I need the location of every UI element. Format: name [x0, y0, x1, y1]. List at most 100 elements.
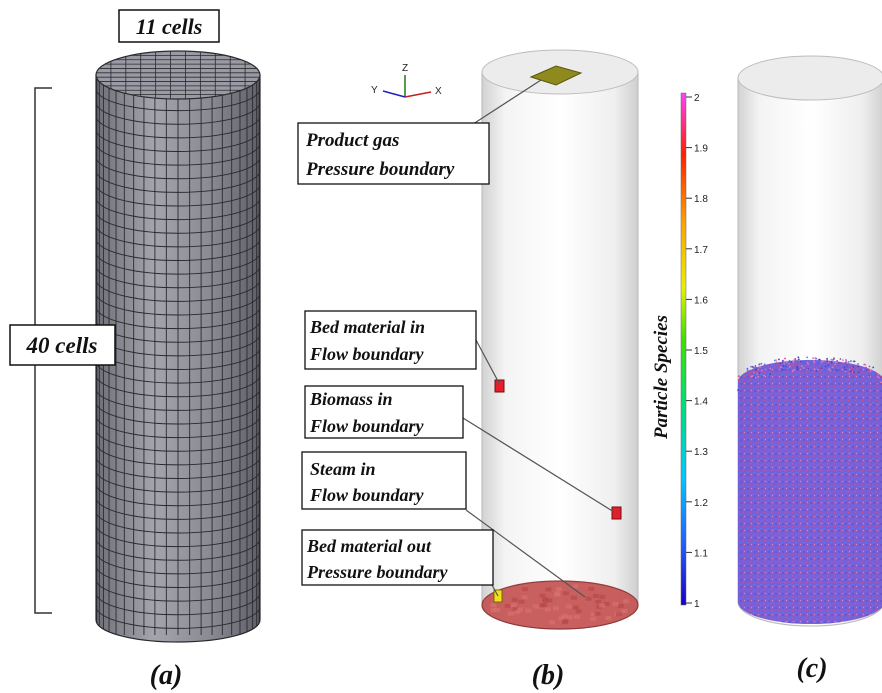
- particle: [844, 372, 847, 374]
- outlet-cell: [599, 594, 606, 599]
- particle: [818, 360, 821, 363]
- particle: [832, 369, 835, 372]
- outlet-cell: [621, 608, 628, 613]
- particle: [784, 365, 787, 368]
- particle: [827, 366, 830, 369]
- particle: [846, 367, 849, 369]
- label-product-gas-line2: Pressure boundary: [305, 159, 455, 180]
- mesh-ring: [96, 619, 260, 635]
- outlet-cell: [603, 601, 610, 606]
- particle: [850, 365, 853, 367]
- axis-z-label: Z: [402, 63, 408, 74]
- label-bed-material-out-line1: Bed material out: [306, 536, 432, 556]
- outlet-cell: [490, 608, 497, 613]
- particle: [784, 367, 787, 370]
- colorbar-title: Particle Species: [651, 315, 672, 440]
- outlet-cell: [542, 598, 549, 603]
- outlet-cell: [598, 603, 605, 608]
- particle: [856, 373, 859, 376]
- particle: [850, 370, 852, 373]
- particle: [775, 361, 778, 364]
- outlet-cell: [545, 587, 552, 592]
- particle: [857, 363, 859, 365]
- side-cells-label-box: [9, 324, 116, 366]
- particle: [797, 368, 799, 371]
- particle: [822, 363, 825, 366]
- particle: [743, 376, 746, 378]
- particle: [877, 376, 880, 379]
- particle: [792, 367, 795, 370]
- label-biomass-in: Biomass in Flow boundary: [304, 385, 464, 439]
- outlet-cell: [490, 603, 497, 608]
- particle: [785, 362, 788, 365]
- particle: [824, 365, 827, 368]
- particle: [797, 356, 800, 359]
- outlet-cell: [590, 612, 597, 617]
- caption-b: (b): [532, 660, 565, 691]
- colorbar-tick-label: 1.5: [694, 346, 708, 357]
- particle: [779, 366, 782, 369]
- particle: [754, 366, 757, 369]
- particle: [829, 369, 832, 372]
- outlet-cell: [562, 591, 569, 596]
- particle: [849, 367, 852, 369]
- particle: [738, 383, 741, 386]
- outlet-cell: [504, 603, 511, 608]
- particle: [801, 361, 803, 364]
- particle: [757, 375, 760, 378]
- panel-a: 11 cells 40 cells (a): [9, 9, 261, 691]
- particle: [769, 367, 772, 370]
- particle: [812, 360, 815, 363]
- particle: [816, 368, 819, 371]
- particle: [846, 364, 849, 367]
- particle: [853, 371, 855, 374]
- particle: [791, 370, 794, 373]
- colorbar-tick-label: 1.3: [694, 447, 708, 458]
- axis-y-label: Y: [371, 85, 378, 96]
- product-gas-outlet-patch: [529, 65, 583, 86]
- particle: [737, 389, 739, 392]
- particle: [781, 368, 784, 371]
- particle: [876, 378, 879, 381]
- particle: [849, 372, 852, 375]
- particle: [827, 362, 829, 365]
- particle: [754, 372, 757, 374]
- particle: [852, 365, 855, 368]
- label-bed-material-in: Bed material in Flow boundary: [304, 310, 477, 370]
- particle: [802, 367, 805, 369]
- outlet-cell: [494, 608, 501, 613]
- outlet-cell: [510, 603, 517, 608]
- particle: [864, 363, 867, 366]
- particle: [814, 357, 817, 359]
- colorbar-tick-label: 1: [694, 599, 700, 610]
- mesh-cylinder-top: [95, 50, 261, 100]
- particle: [796, 359, 799, 362]
- particle: [832, 360, 835, 363]
- particle: [822, 365, 824, 368]
- particle: [807, 362, 810, 365]
- particle: [868, 375, 871, 378]
- particle: [758, 370, 761, 372]
- particle: [786, 368, 789, 370]
- reactor-cylinder-b: [481, 71, 639, 630]
- label-bed-material-in-line2: Flow boundary: [309, 344, 425, 364]
- particle: [777, 368, 779, 371]
- particle: [831, 363, 834, 366]
- outlet-cell: [554, 591, 561, 596]
- particle: [797, 358, 800, 361]
- bottom-outlet-disk: [481, 580, 639, 630]
- label-steam-in: Steam in Flow boundary: [301, 451, 467, 510]
- label-biomass-in-line1: Biomass in: [309, 389, 393, 409]
- particle: [754, 376, 757, 379]
- particle: [845, 358, 847, 361]
- label-product-gas-line1: Product gas: [305, 130, 399, 151]
- colorbar-tick-label: 1.9: [694, 144, 708, 155]
- particle: [833, 358, 835, 360]
- particle: [857, 365, 860, 368]
- colorbar: [680, 92, 687, 606]
- particle: [759, 368, 762, 371]
- particle: [755, 369, 758, 372]
- reactor-top-c: [737, 55, 882, 101]
- outlet-cell: [556, 586, 563, 591]
- label-product-gas: Product gas Pressure boundary: [297, 122, 490, 185]
